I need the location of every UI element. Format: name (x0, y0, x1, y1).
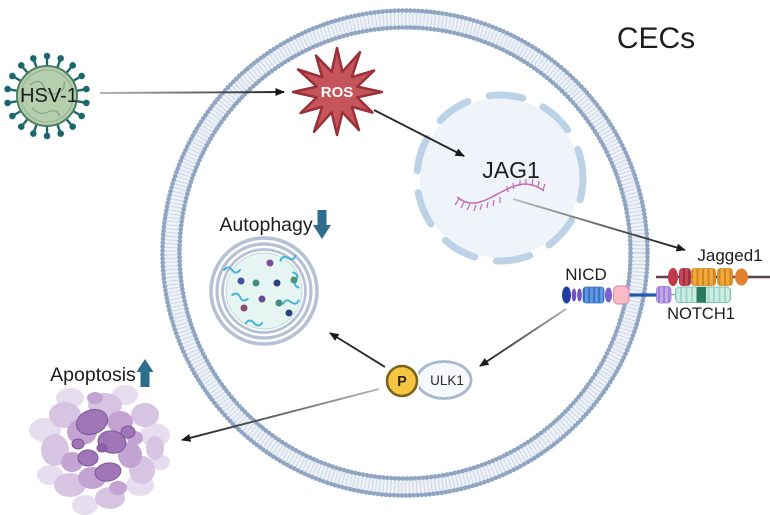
ulk1-label: ULK1 (430, 373, 464, 388)
hsv1-virus-icon (2, 51, 92, 141)
notch1-label: NOTCH1 (667, 305, 735, 323)
ros-label: ROS (321, 84, 354, 101)
nucleus (413, 91, 587, 265)
nicd-fragment-icon (562, 285, 630, 305)
arrow-ulk1-to-apoptosis (181, 388, 380, 442)
cell-type-label: CECs (617, 22, 695, 55)
pathway-arrows (99, 88, 686, 442)
jagged1-receptor-icon (656, 268, 770, 286)
apoptosis-increase-arrow-icon (136, 359, 154, 387)
nicd-label: NICD (565, 265, 607, 284)
ros-burst-icon: ROS (291, 46, 384, 137)
arrow-nicd-to-ulk1 (479, 308, 567, 367)
autophagy-decrease-arrow-icon (313, 210, 331, 239)
arrow-ulk1-to-autophagosome (329, 332, 386, 368)
jagged1-label: Jagged1 (697, 246, 762, 265)
phospho-label: P (397, 374, 407, 390)
p-ulk1-complex-icon: P ULK1 (384, 360, 473, 400)
notch1-receptor-icon (628, 286, 731, 304)
jag1-mrna-icon (454, 178, 546, 212)
cell-membrane (160, 8, 650, 498)
autophagosome-icon (209, 236, 319, 346)
arrow-hsv1-to-ros (99, 88, 285, 97)
arrow-jag1-to-jagged1 (512, 198, 686, 252)
apoptotic-cell-icon (29, 385, 170, 515)
apoptosis-label: Apoptosis (50, 364, 136, 386)
arrow-ros-to-jag1 (373, 109, 465, 157)
hsv1-label: HSV-1 (20, 85, 78, 107)
jag1-gene-label: JAG1 (482, 157, 540, 183)
autophagy-label: Autophagy (219, 214, 312, 236)
